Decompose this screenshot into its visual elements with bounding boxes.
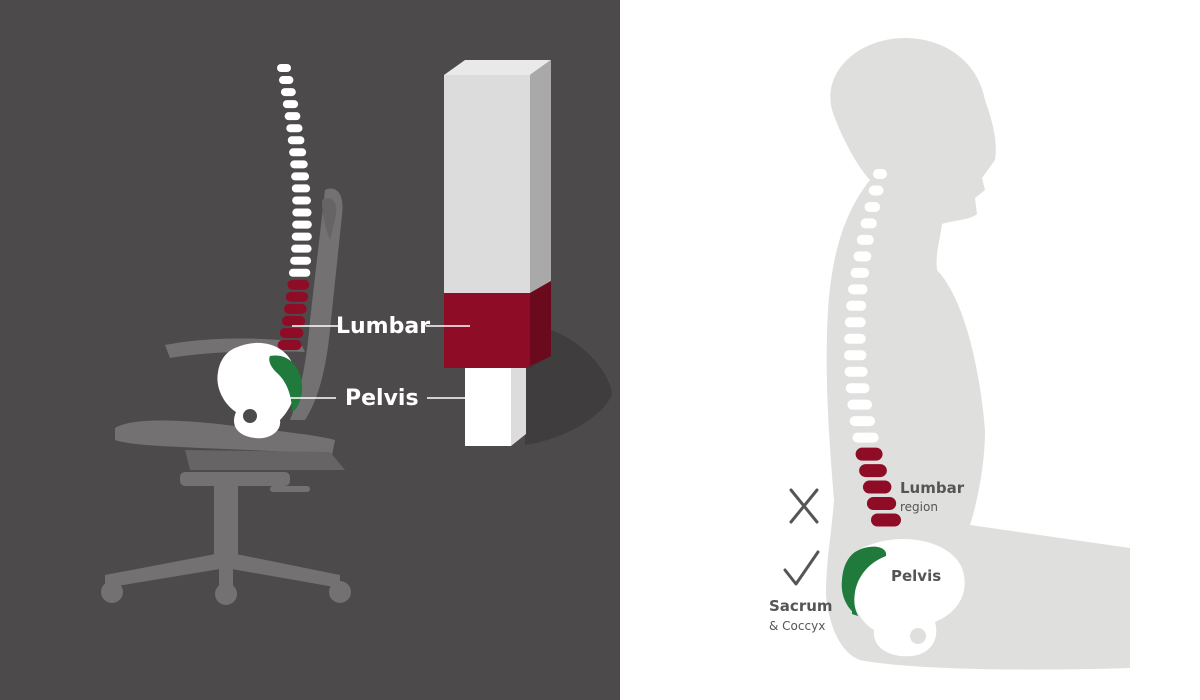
chair-base	[105, 552, 340, 588]
sacrum-sub: & Coccyx	[769, 619, 825, 633]
right-lumbar-vertebra	[871, 513, 901, 527]
left-vertebra	[292, 196, 311, 205]
right-vertebra	[852, 432, 879, 443]
right-vertebra	[873, 169, 887, 179]
sacrum-label: Sacrum	[769, 597, 833, 615]
left-vertebra	[292, 220, 312, 229]
left-vertebra	[291, 244, 312, 253]
right-vertebra	[845, 383, 870, 394]
right-lumbar-vertebra	[855, 447, 883, 461]
left-pelvis-label: Pelvis	[345, 386, 419, 411]
left-vertebra	[282, 100, 299, 109]
left-lumbar-vertebra	[279, 327, 304, 338]
right-spine	[844, 169, 901, 527]
left-vertebra	[286, 124, 303, 133]
right-vertebra	[847, 399, 873, 410]
right-lumbar-sub: region	[900, 500, 938, 514]
left-vertebra	[289, 148, 307, 157]
left-vertebra	[290, 160, 308, 169]
right-vertebra	[850, 267, 870, 278]
lumbar-block-side-upper	[530, 60, 551, 293]
office-chair	[101, 188, 351, 605]
left-vertebra	[291, 172, 310, 181]
right-vertebra	[849, 416, 876, 427]
chair-column	[214, 486, 238, 556]
left-vertebra	[288, 268, 311, 277]
cross-icon	[789, 488, 819, 524]
left-lumbar-vertebra	[281, 315, 306, 326]
chair-backrest	[290, 188, 343, 420]
right-lumbar-vertebra	[859, 464, 887, 478]
left-vertebra	[277, 64, 291, 72]
left-vertebra	[284, 112, 301, 121]
right-sacrum	[841, 546, 887, 616]
right-vertebra	[844, 366, 868, 377]
lumbar-block-face-red	[444, 293, 530, 368]
right-vertebra	[848, 284, 868, 295]
pelvis-block-face	[465, 368, 511, 446]
left-lumbar-vertebra	[277, 340, 302, 350]
left-vertebra	[291, 184, 311, 193]
left-lumbar-label: Lumbar	[336, 314, 430, 339]
left-vertebra	[291, 232, 312, 241]
left-vertebra	[290, 256, 312, 265]
right-lumbar-label: Lumbar	[900, 479, 965, 497]
lumbar-block-face-upper	[444, 75, 530, 293]
left-lumbar-vertebra	[285, 291, 309, 302]
lumbar-block-top	[444, 60, 551, 75]
left-vertebra	[292, 208, 312, 217]
left-spine	[277, 64, 312, 350]
lumbar-block	[444, 60, 612, 446]
lumbar-block-side-red	[530, 281, 551, 368]
left-lumbar-vertebra	[284, 303, 307, 314]
right-vertebra	[868, 185, 884, 196]
right-lumbar-vertebra	[862, 480, 892, 494]
right-vertebra	[860, 218, 877, 229]
chair-seat	[115, 420, 335, 455]
right-vertebra	[844, 317, 866, 328]
right-vertebra	[844, 333, 866, 344]
right-pelvis	[841, 538, 965, 657]
left-vertebra	[287, 136, 305, 145]
right-pelvis-bone	[851, 538, 965, 657]
pelvis-block-side	[511, 368, 526, 446]
left-vertebra	[278, 76, 294, 85]
left-pelvis	[217, 342, 303, 439]
check-icon	[783, 550, 820, 586]
right-lumbar-vertebra	[866, 497, 897, 511]
right-vertebra	[853, 251, 872, 262]
right-vertebra	[844, 350, 867, 361]
left-vertebra	[280, 88, 296, 97]
right-pelvis-label: Pelvis	[891, 567, 941, 585]
left-lumbar-vertebra	[287, 279, 310, 290]
right-vertebra	[846, 300, 867, 311]
body-silhouette	[826, 38, 1130, 670]
right-vertebra	[856, 234, 874, 245]
right-vertebra	[864, 201, 881, 212]
